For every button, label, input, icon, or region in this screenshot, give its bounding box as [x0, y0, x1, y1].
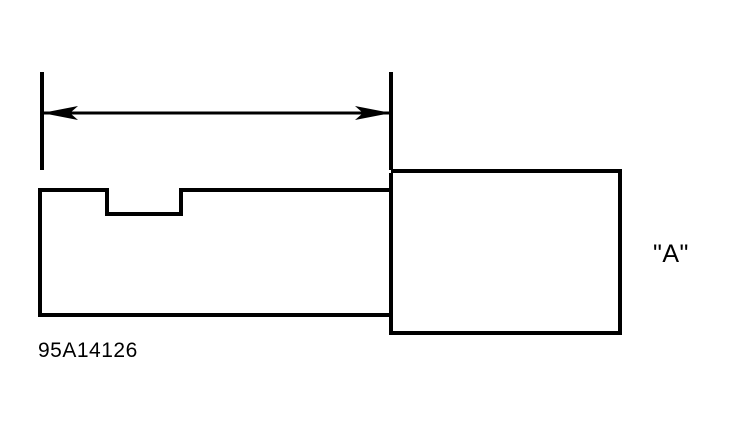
dimension-arrowhead-right	[355, 106, 391, 120]
view-label: "A"	[653, 240, 689, 268]
body-top-profile-with-notch	[40, 188, 393, 216]
part-number-label: 95A14126	[38, 339, 138, 362]
dimension-arrowhead-left	[42, 106, 78, 120]
